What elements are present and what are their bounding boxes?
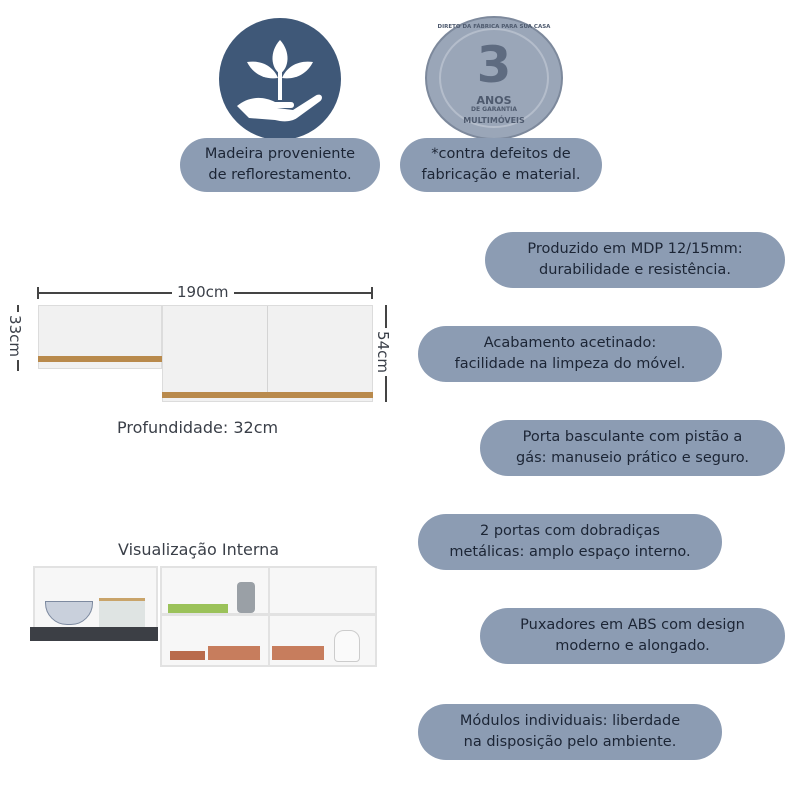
feature-finish: Acabamento acetinado:facilidade na limpe… (418, 326, 722, 382)
interior-title: Visualização Interna (118, 540, 280, 559)
left-height-label: 33cm (5, 312, 24, 360)
width-label: 190cm (172, 283, 234, 301)
warranty-seal-icon: 3 ANOS DE GARANTIA MULTIMÓVEIS DIRETO DA… (425, 16, 563, 140)
depth-label: Profundidade: 32cm (117, 418, 279, 437)
feature-mdp: Produzido em MDP 12/15mm:durabilidade e … (485, 232, 785, 288)
right-height-label: 54cm (373, 328, 392, 376)
plant-in-hand-icon (219, 18, 341, 140)
